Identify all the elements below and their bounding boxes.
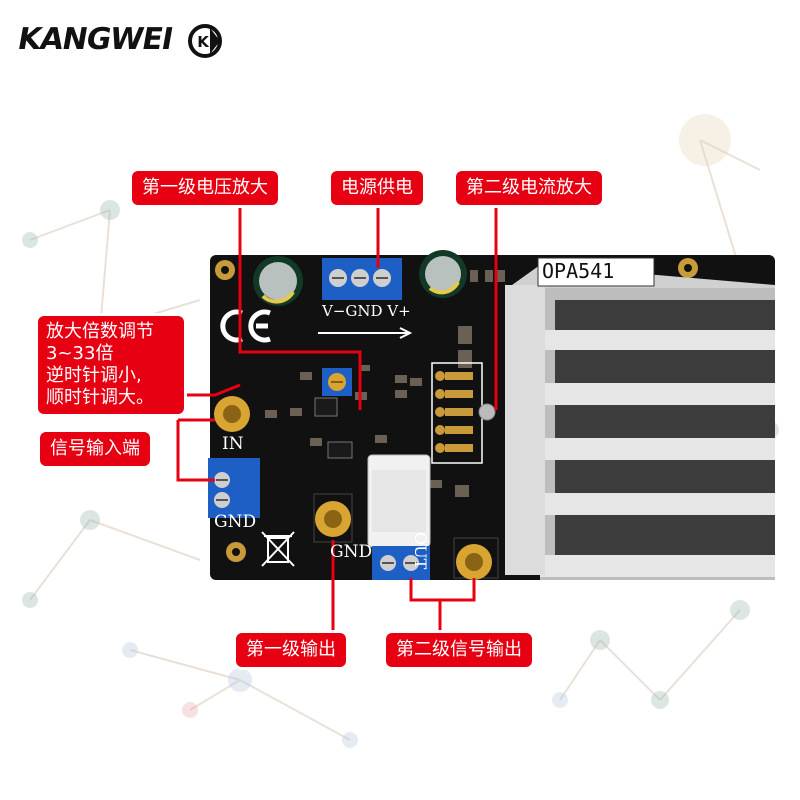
power-terminal-block: [322, 258, 402, 300]
label-power-supply: 电源供电: [331, 171, 423, 205]
gain-line-3: 逆时针调小,: [46, 365, 142, 386]
brand-logo-text: KANGWEI: [14, 22, 176, 57]
sma-connector-stage1: [313, 493, 353, 543]
power-pins-label: V−GND V+: [322, 302, 411, 320]
label-stage1-voltage-amp: 第一级电压放大: [132, 171, 278, 205]
op-amp-chip: [314, 397, 338, 417]
chip-name-label: OPA541: [542, 259, 615, 283]
power-resistor: [367, 454, 431, 548]
label-stage2-output: 第二级信号输出: [386, 633, 532, 667]
brand-mark-icon: K: [188, 24, 222, 58]
transistor: [327, 441, 353, 459]
gain-line-2: 3~33倍: [46, 343, 114, 364]
output-terminal-block: [372, 546, 430, 580]
weee-bin-icon: [261, 531, 295, 567]
chip-label-box: [537, 257, 655, 287]
out-label: OUT: [411, 532, 430, 570]
label-gain-adjust: 放大倍数调节 3~33倍 逆时针调小, 顺时针调大。: [38, 316, 184, 414]
heatsink: [478, 265, 775, 580]
brand-mark-letter: K: [197, 33, 210, 51]
gain-line-4: 顺时针调大。: [46, 387, 154, 408]
potentiometer: [322, 368, 352, 396]
board-arrow: [318, 327, 413, 339]
gnd-mid-label: GND: [330, 542, 373, 562]
gain-line-1: 放大倍数调节: [46, 321, 154, 342]
label-stage2-current-amp: 第二级电流放大: [456, 171, 602, 205]
label-leader-lines: [175, 198, 498, 632]
capacitor-left: [253, 256, 303, 306]
sma-connector-stage2: [453, 537, 499, 580]
label-stage1-output: 第一级输出: [236, 633, 346, 667]
capacitor-right: [419, 250, 467, 298]
smd-components: [265, 270, 505, 497]
mounting-holes: [215, 258, 698, 562]
ce-mark: [220, 309, 271, 343]
label-signal-input: 信号输入端: [40, 432, 150, 466]
input-label: IN: [222, 434, 244, 454]
chip-pins: [431, 362, 483, 464]
gnd-left-label: GND: [214, 512, 257, 532]
sma-connector-input: [214, 396, 250, 432]
input-terminal-block: [208, 458, 260, 518]
